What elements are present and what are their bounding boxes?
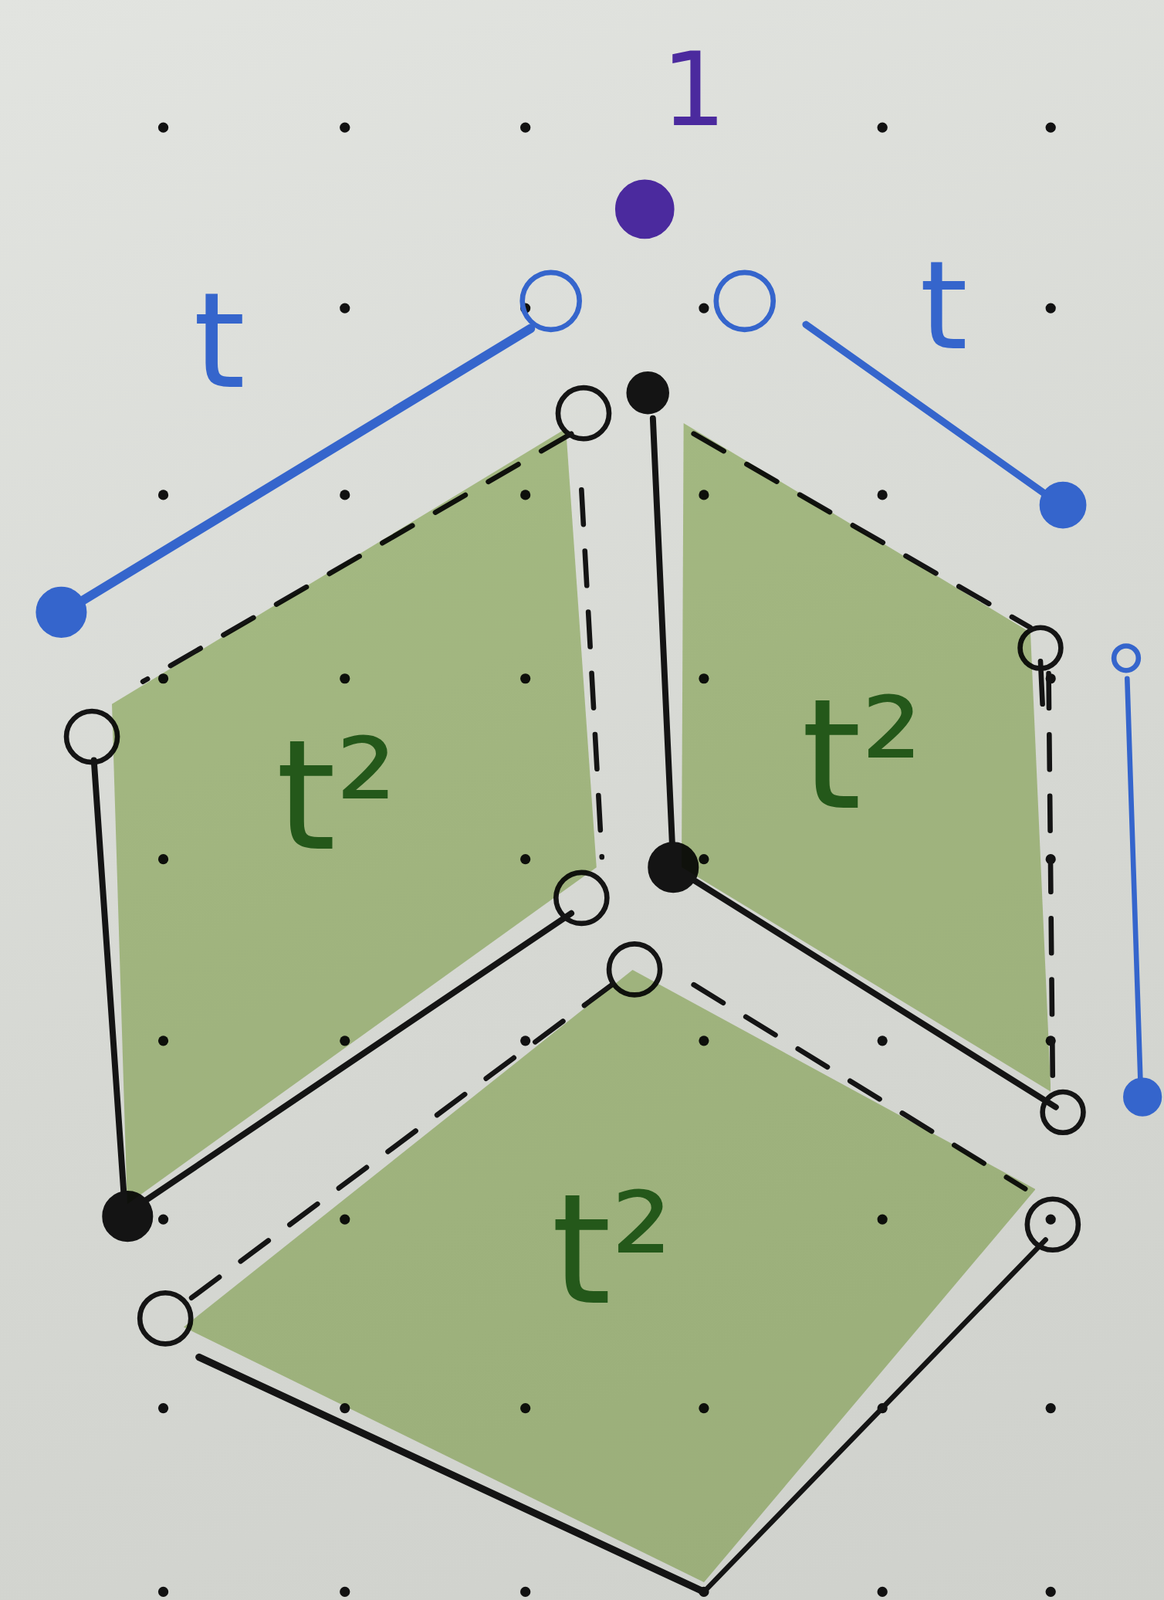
grid-dot xyxy=(1045,302,1056,313)
grid-dot xyxy=(1045,1402,1056,1413)
face-fill xyxy=(183,969,1036,1582)
cube-edge xyxy=(653,418,674,867)
grid-dot xyxy=(520,1586,531,1597)
open-vertex xyxy=(139,1292,191,1344)
edge-weight: t xyxy=(192,275,245,409)
grid-dot xyxy=(158,489,169,500)
grid-dot xyxy=(339,302,350,313)
grid-dot xyxy=(158,1402,169,1413)
grid-dot xyxy=(339,489,350,500)
open-vertex xyxy=(716,272,774,330)
open-vertex xyxy=(1042,1091,1084,1133)
grid-dot xyxy=(1045,122,1056,133)
grid-dot xyxy=(698,302,709,313)
grid-dot xyxy=(158,1214,169,1225)
grid-dot xyxy=(877,489,888,500)
filled-vertex xyxy=(1040,482,1086,528)
grid-dot xyxy=(877,1586,888,1597)
grid-dot xyxy=(877,122,888,133)
open-vertex xyxy=(1113,645,1139,670)
grid-dot xyxy=(520,1035,531,1046)
face-weight: t² xyxy=(801,678,923,832)
weight-edge xyxy=(1126,678,1141,1082)
edge-weight: t xyxy=(919,244,968,368)
face-fill xyxy=(681,422,1051,1092)
filled-vertex xyxy=(627,372,669,413)
grid-dot xyxy=(339,1586,350,1597)
open-vertex xyxy=(522,272,580,330)
grid-dot xyxy=(877,1035,888,1046)
open-vertex xyxy=(66,710,118,762)
grid-dots xyxy=(158,122,1056,1597)
grid-dot xyxy=(158,122,169,133)
filled-vertex xyxy=(37,587,86,637)
cube-face: t² xyxy=(183,969,1036,1582)
grid-dot xyxy=(158,1586,169,1597)
grid-dot xyxy=(520,122,531,133)
face-weight: t² xyxy=(551,1173,673,1327)
grid-dot xyxy=(1045,1586,1056,1597)
grid-dot xyxy=(1045,1214,1056,1225)
vertex-weight: 1 xyxy=(661,38,727,141)
hidden-edge xyxy=(1048,673,1053,1082)
filled-vertex xyxy=(1123,1078,1161,1116)
face-weight: t² xyxy=(276,719,398,873)
open-vertex xyxy=(1027,1198,1079,1250)
grid-dot xyxy=(339,122,350,133)
cube-face: t² xyxy=(681,422,1051,1092)
filled-vertex xyxy=(615,180,674,238)
